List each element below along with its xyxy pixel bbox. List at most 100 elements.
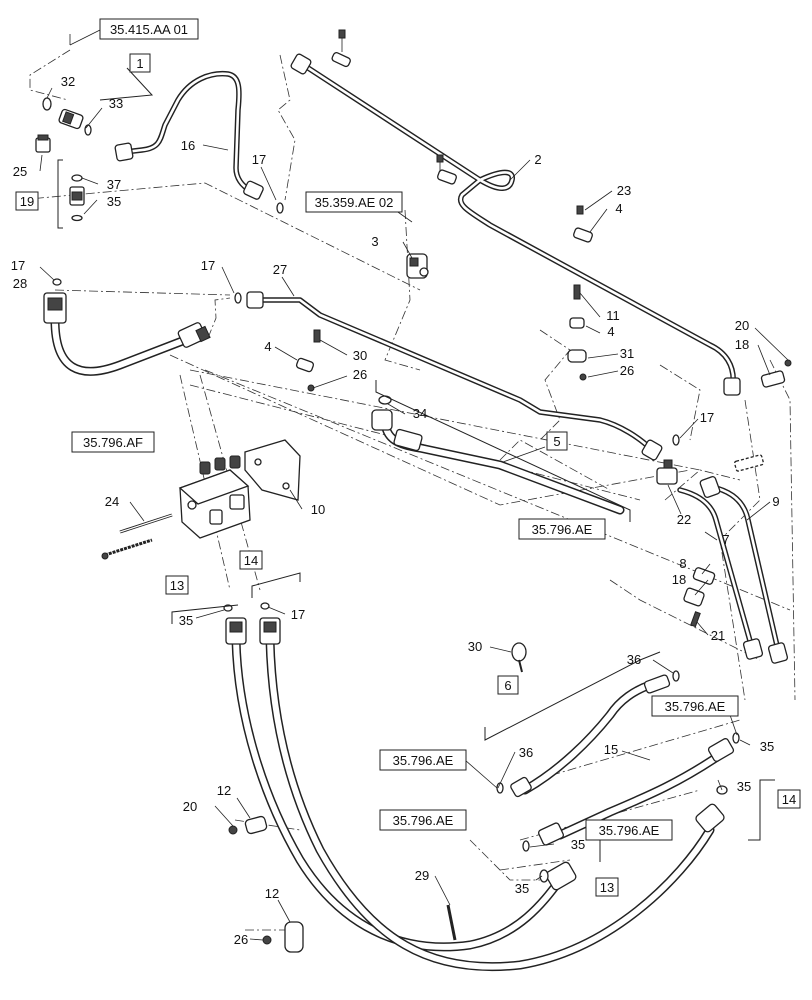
cable-tie-29	[446, 904, 457, 941]
tube-27-nut-left	[246, 291, 264, 309]
callout-11: 11	[606, 308, 620, 323]
nut-26	[262, 935, 272, 945]
callout-35-e: 35	[571, 837, 585, 852]
svg-text:35.415.AA 01: 35.415.AA 01	[110, 22, 188, 37]
svg-text:13: 13	[600, 880, 614, 895]
tube-16-nut-left	[114, 142, 134, 162]
svg-text:35.359.AE 02: 35.359.AE 02	[315, 195, 394, 210]
hose-15	[537, 738, 735, 846]
clamp-top	[331, 29, 351, 68]
ref-label-35-415-aa-01: 35.415.AA 01	[99, 18, 199, 40]
boxed-number-14-a: 14	[239, 550, 263, 570]
svg-text:13: 13	[170, 578, 184, 593]
clamp-18-upper	[760, 359, 792, 388]
callout-12-b: 12	[265, 886, 279, 901]
tube-2-nut-top	[290, 53, 312, 75]
cable-tie-30	[511, 642, 527, 673]
callout-17-c: 17	[201, 258, 215, 273]
callout-17-e: 17	[291, 607, 305, 622]
ref-label-35-796-ae-a: 35.796.AE	[518, 518, 606, 540]
svg-text:5: 5	[553, 434, 560, 449]
callout-numbers: 32 33 25 16 17 37 35 2 23 4 3 17 28 17 2…	[11, 74, 780, 947]
svg-text:14: 14	[244, 553, 258, 568]
o-ring-35-f	[539, 869, 549, 883]
boxed-number-13-b: 13	[595, 877, 619, 897]
valve-block	[178, 455, 251, 539]
clamp-8	[683, 567, 716, 628]
tube-7	[677, 487, 764, 660]
callout-3: 3	[371, 234, 378, 249]
svg-text:35.796.AE: 35.796.AE	[393, 813, 454, 828]
callout-10: 10	[311, 502, 325, 517]
o-ring-17-b	[234, 292, 242, 304]
boxed-number-13-a: 13	[165, 575, 189, 595]
o-ring-34	[378, 395, 392, 405]
callout-16: 16	[181, 138, 195, 153]
callout-26-c: 26	[234, 932, 248, 947]
callout-8: 8	[679, 556, 686, 571]
o-ring-35-c	[732, 732, 740, 744]
callout-25: 25	[13, 164, 27, 179]
ref-label-35-796-ae-b: 35.796.AE	[651, 695, 739, 717]
svg-text:35.796.AF: 35.796.AF	[83, 435, 143, 450]
plug-25	[35, 134, 51, 153]
svg-text:35.796.AE: 35.796.AE	[599, 823, 660, 838]
callout-31: 31	[620, 346, 634, 361]
callout-17-b: 17	[11, 258, 25, 273]
tube-16	[114, 70, 264, 200]
callout-12-a: 12	[217, 783, 231, 798]
callout-36-a: 36	[627, 652, 641, 667]
callout-21: 21	[711, 628, 725, 643]
clamp-31	[567, 284, 587, 381]
callout-29: 29	[415, 868, 429, 883]
callout-17-d: 17	[700, 410, 714, 425]
shield-part	[733, 454, 765, 472]
callout-35-b: 35	[179, 613, 193, 628]
callout-36-b: 36	[519, 745, 533, 760]
boxed-number-5: 5	[546, 431, 568, 451]
o-ring-35-d	[522, 840, 530, 852]
o-ring-17-e	[260, 602, 270, 610]
bolt-lower	[101, 538, 153, 560]
callout-34: 34	[413, 406, 427, 421]
callout-35-a: 35	[107, 194, 121, 209]
callout-7: 7	[722, 532, 729, 547]
clamp-12-upper	[244, 815, 268, 835]
svg-text:1: 1	[136, 56, 143, 71]
o-ring-33	[84, 124, 92, 136]
o-ring-36-a	[672, 670, 680, 682]
ref-label-35-796-ae-e: 35.796.AE	[585, 819, 673, 841]
boxed-number-6: 6	[497, 675, 519, 695]
boxed-number-19: 19	[15, 191, 39, 211]
nut-20	[228, 825, 238, 835]
ref-label-35-796-ae-c: 35.796.AE	[379, 749, 467, 771]
tube-27-nut-right	[641, 439, 663, 461]
tube-2	[290, 53, 741, 396]
callout-4-c: 4	[264, 339, 271, 354]
callout-9: 9	[772, 494, 779, 509]
callout-26-b: 26	[620, 363, 634, 378]
callout-30-b: 30	[468, 639, 482, 654]
callout-24: 24	[105, 494, 119, 509]
o-ring-17-d	[672, 434, 680, 446]
callout-18-a: 18	[735, 337, 749, 352]
leader-lines	[39, 29, 789, 941]
boxed-number-14-b: 14	[777, 789, 801, 809]
callout-32: 32	[61, 74, 75, 89]
hose-28	[43, 292, 211, 376]
adapter-fitting-33	[58, 108, 84, 130]
o-ring-32	[42, 97, 52, 111]
callout-35-f: 35	[515, 881, 529, 896]
callout-33: 33	[109, 96, 123, 111]
callout-23: 23	[617, 183, 631, 198]
hose-6	[510, 674, 671, 798]
callout-2: 2	[534, 152, 541, 167]
tube-27	[246, 291, 663, 461]
callout-37: 37	[107, 177, 121, 192]
o-ring-17-a	[276, 202, 284, 214]
svg-text:35.796.AE: 35.796.AE	[665, 699, 726, 714]
clamp-4-upper	[573, 205, 593, 243]
clamp-4-lower	[295, 329, 321, 392]
callout-17-a: 17	[252, 152, 266, 167]
